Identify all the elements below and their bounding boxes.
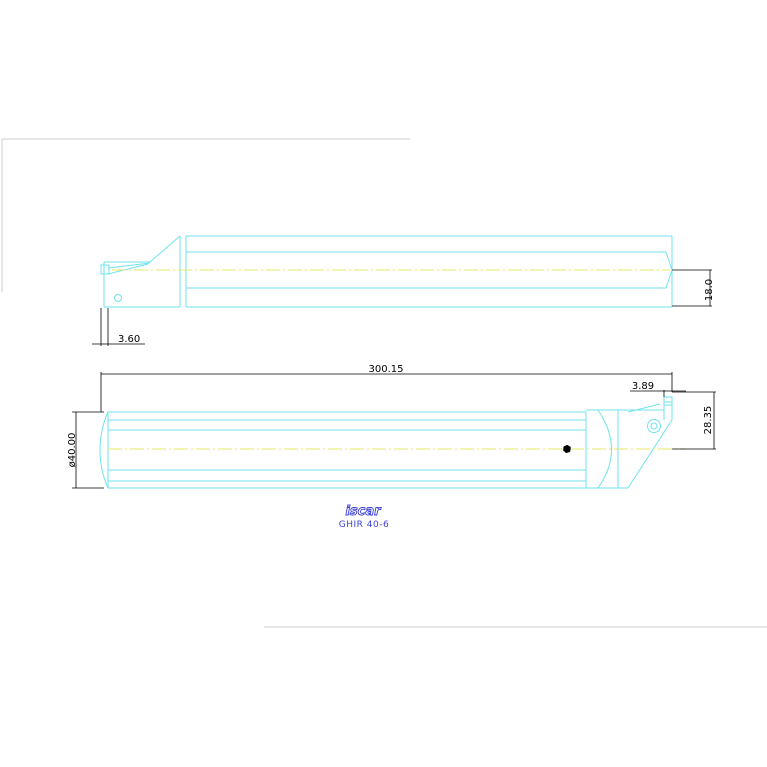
dim-top-width: 3.60	[118, 334, 140, 345]
dim-diameter: ø40.00	[67, 433, 78, 468]
dim-centerline-height: 28.35	[703, 406, 714, 435]
drawing-frame	[1, 138, 767, 628]
dim-offset: 3.89	[632, 381, 654, 392]
top-view-tool	[100, 235, 673, 308]
dim-top-height: 18.0	[704, 279, 715, 301]
side-view-tool	[99, 396, 673, 489]
top-view-dimensions	[92, 269, 712, 346]
manufacturer-logo: iscar	[345, 504, 383, 520]
part-name: GHIR 40-6	[339, 520, 389, 530]
logo-wordmark: iscar	[345, 504, 382, 519]
side-view-dimensions	[72, 372, 716, 489]
coolant-hole-mark	[563, 445, 571, 453]
dim-overall-length: 300.15	[369, 364, 404, 375]
